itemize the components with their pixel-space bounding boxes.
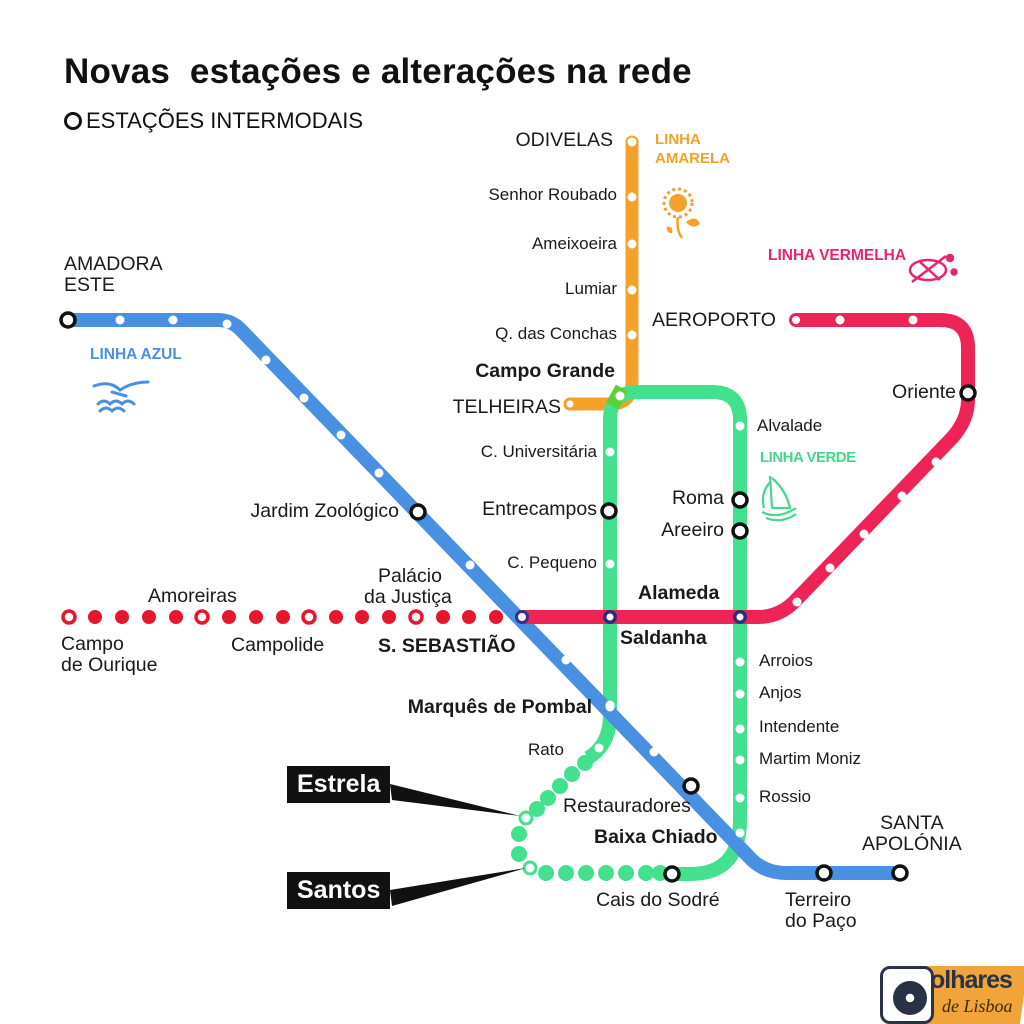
- legend-label: ESTAÇÕES INTERMODAIS: [86, 108, 364, 133]
- callout-estrela: Estrela: [287, 766, 391, 803]
- campo-ourique-line1: Campo: [61, 633, 124, 655]
- station-odivelas: ODIVELAS: [515, 129, 613, 151]
- line-vermelha: [522, 313, 975, 624]
- station-roma: Roma: [671, 487, 724, 509]
- seagull-icon: [92, 380, 150, 414]
- station-ameixoeira: Ameixoeira: [531, 234, 617, 253]
- terreiro-line1: Terreiro: [785, 889, 852, 911]
- station-cais-do-sodre: Cais do Sodré: [596, 889, 720, 911]
- santa-apolonia-line1: SANTA: [880, 812, 944, 834]
- station-amadora-este: AMADORA ESTE: [64, 253, 163, 297]
- compass-rose-icon: [908, 253, 958, 283]
- station-entrecampos: Entrecampos: [482, 498, 597, 520]
- santos-pointer: [390, 868, 526, 906]
- station-intendente: Intendente: [759, 717, 840, 736]
- amadora-line2: ESTE: [64, 274, 115, 297]
- station-estrela: [518, 810, 534, 826]
- linha-amarela-line2: AMARELA: [655, 149, 730, 167]
- station-telheiras: TELHEIRAS: [452, 396, 561, 418]
- station-marques-de-pombal: Marquês de Pombal: [407, 696, 592, 718]
- label-linha-azul: LINHA AZUL: [90, 346, 182, 363]
- station-arroios: Arroios: [759, 651, 813, 670]
- station-alvalade: Alvalade: [757, 416, 823, 435]
- legend-intermodal: ESTAÇÕES INTERMODAIS: [64, 108, 363, 134]
- station-s-sebastiao: S. SEBASTIÃO: [378, 635, 516, 657]
- amadora-line1: AMADORA: [64, 253, 163, 275]
- station-dots: [115, 137, 941, 838]
- station-santa-apolonia: SANTA APOLÓNIA: [862, 812, 962, 856]
- olhares-de-lisboa-logo: olhares de Lisboa: [878, 962, 1024, 1024]
- station-campo-de-ourique: Campo de Ourique: [61, 633, 158, 677]
- estrela-pointer: [390, 784, 520, 816]
- station-restauradores: Restauradores: [563, 795, 691, 817]
- station-martim-moniz: Martim Moniz: [759, 749, 862, 768]
- intermodal-stations: [59, 311, 977, 883]
- interchange-markers: [515, 610, 747, 624]
- santa-apolonia-line2: APOLÓNIA: [862, 833, 962, 856]
- station-oriente: Oriente: [892, 381, 956, 403]
- palacio-line1: Palácio: [378, 565, 442, 587]
- station-telheiras: [563, 397, 577, 411]
- logo-text-sub: de Lisboa: [942, 996, 1013, 1016]
- palacio-line2: da Justiça: [364, 586, 452, 609]
- label-linha-verde: LINHA VERDE: [760, 449, 856, 466]
- lens-icon: [893, 981, 927, 1015]
- campo-ourique-line2: de Ourique: [61, 654, 158, 677]
- caravel-icon: [761, 475, 797, 522]
- station-santos: [522, 860, 538, 876]
- station-aeroporto-label: AEROPORTO: [652, 309, 776, 331]
- station-anjos: Anjos: [759, 683, 802, 702]
- station-rossio: Rossio: [759, 787, 811, 806]
- camera-icon: [880, 966, 934, 1024]
- station-senhor-roubado: Senhor Roubado: [488, 185, 617, 204]
- station-campo-grande: Campo Grande: [475, 360, 615, 382]
- page-title: Novas estações e alterações na rede: [64, 52, 692, 91]
- station-q-das-conchas: Q. das Conchas: [495, 324, 617, 343]
- sunflower-icon: [662, 187, 700, 239]
- station-aeroporto: [789, 313, 803, 327]
- station-alameda: Alameda: [638, 582, 720, 604]
- station-lumiar: Lumiar: [565, 279, 617, 298]
- station-areeiro: Areeiro: [661, 519, 724, 541]
- station-amoreiras: Amoreiras: [148, 585, 237, 607]
- station-campolide: Campolide: [231, 634, 325, 656]
- label-linha-amarela: LINHA AMARELA: [655, 131, 730, 169]
- logo-text-main: olhares: [930, 966, 1013, 994]
- callout-santos: Santos: [287, 872, 391, 909]
- station-jardim-zoologico: Jardim Zoológico: [250, 500, 399, 522]
- station-c-universitaria: C. Universitária: [480, 442, 597, 461]
- verde-extension-dots: [511, 755, 668, 881]
- label-linha-vermelha: LINHA VERMELHA: [768, 247, 907, 264]
- station-rato: Rato: [528, 740, 564, 759]
- station-terreiro-do-paco: Terreiro do Paço: [785, 889, 857, 933]
- terreiro-line2: do Paço: [785, 910, 857, 933]
- vermelha-extension-dots: [61, 609, 503, 625]
- linha-amarela-line1: LINHA: [655, 131, 701, 148]
- station-saldanha: Saldanha: [620, 627, 707, 649]
- station-c-pequeno: C. Pequeno: [507, 553, 597, 572]
- ring-icon: [64, 112, 82, 130]
- station-palacio-justica: Palácio da Justiça: [364, 565, 452, 609]
- station-baixa-chiado: Baixa Chiado: [594, 826, 718, 848]
